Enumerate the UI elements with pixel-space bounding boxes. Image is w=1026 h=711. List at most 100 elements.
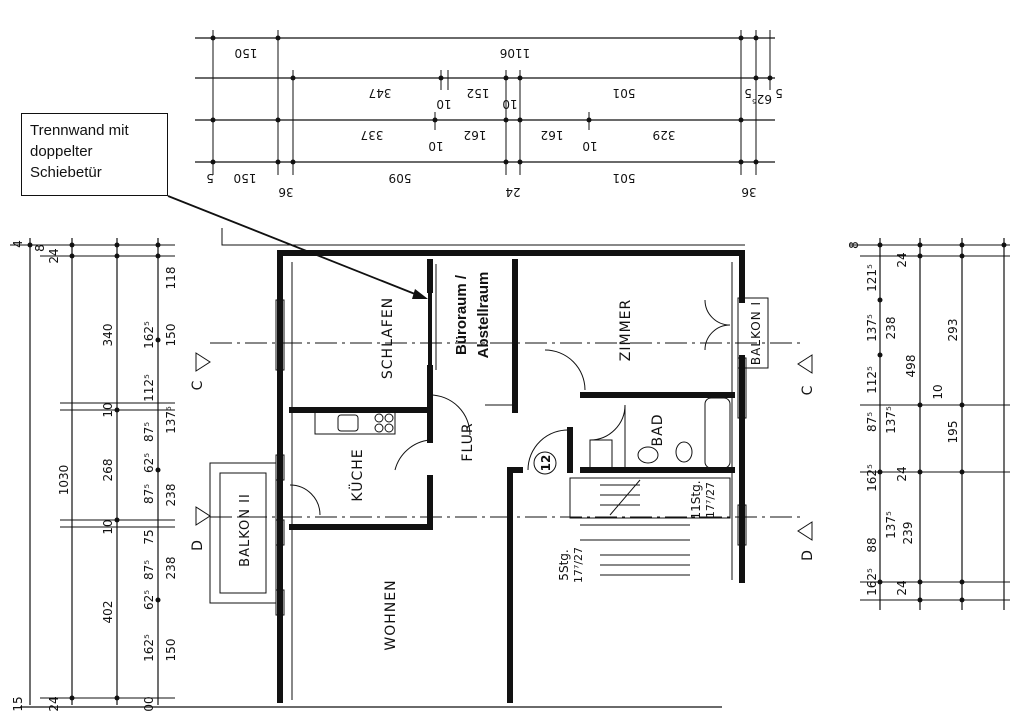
dim-left-c-6: 150 (164, 639, 178, 662)
dim-right-b-4: 137⁵ (884, 406, 898, 434)
dim-left-a-5: 402 (101, 601, 115, 624)
dim-left-edge-e: 24 (47, 696, 61, 711)
dim-top-r2-b: 10 (436, 97, 451, 111)
dim-top-r2-c: 152 (467, 86, 490, 100)
toilet-icon (675, 441, 693, 463)
room-label-wohnen: WOHNEN (383, 579, 399, 650)
dim-top-r4-f: 501 (613, 171, 636, 185)
top-dimension-chains: 150 1106 347 10 152 10 501 5 62⁵ 5 337 1… (195, 30, 783, 199)
svg-text:D: D (800, 549, 816, 561)
room-label-bad: BAD (650, 414, 666, 447)
dim-right-c-3: 195 (946, 421, 960, 444)
dim-right-b-3: 498 (904, 355, 918, 378)
dim-right-a-4: 112⁵ (865, 366, 879, 394)
callout-line-3: Schiebetür (30, 164, 102, 181)
bathtub-icon (704, 397, 731, 469)
svg-text:D: D (190, 539, 206, 551)
dim-left-b-1: 162⁵ (142, 321, 156, 349)
room-label-buero-2: Abstellraum (475, 272, 492, 359)
room-label-balkon1: BALKON I (749, 301, 763, 365)
callout-box: Trennwand mit doppelter Schiebetür (21, 113, 168, 196)
dim-left-b-5: 87⁵ (142, 484, 156, 504)
balcony-1: BALKON I (737, 297, 769, 369)
dim-left-c-2: 150 (164, 324, 178, 347)
dim-top-r2-g: 62⁵ (752, 92, 772, 106)
walls (20, 228, 745, 708)
dim-top-r1-b: 1106 (500, 46, 531, 60)
dim-top-r3-b: 10 (428, 139, 443, 153)
windows (275, 299, 747, 616)
dim-left-c-5: 238 (164, 557, 178, 580)
dim-left-a-3: 268 (101, 459, 115, 482)
dim-top-r3-a: 337 (361, 128, 384, 142)
dim-left-b-7: 87⁵ (142, 560, 156, 580)
dim-left-edge-d: 15 (11, 696, 25, 711)
dim-left-edge-c: 24 (47, 248, 61, 263)
dim-right-c-2: 10 (931, 384, 945, 399)
dim-top-r3-c: 162 (464, 128, 487, 142)
dim-top-r2-h: 5 (775, 86, 783, 100)
dim-left-b-4: 62⁵ (142, 453, 156, 473)
dim-right-a-1: 8 (847, 241, 861, 249)
section-mark-d-right: D (797, 521, 816, 561)
dim-top-r2-a: 347 (369, 86, 392, 100)
svg-text:C: C (190, 380, 206, 391)
dim-left-b-9: 162⁵ (142, 634, 156, 662)
dim-top-r4-b: 150 (234, 171, 257, 185)
dim-left-edge-a: 4 (11, 240, 25, 248)
dim-left-b-3: 87⁵ (142, 422, 156, 442)
dim-top-r4-e: 24 (505, 185, 520, 199)
doors (289, 299, 731, 516)
callout-arrow (167, 195, 428, 299)
dim-left-c-4: 238 (164, 484, 178, 507)
dim-top-r3-d: 162 (541, 128, 564, 142)
room-label-balkon2: BALKON II (238, 493, 253, 567)
stove-burner-icon (374, 413, 384, 423)
dim-left-a-4: 10 (101, 519, 115, 534)
stair-lower-ratio: 17⁷/27 (572, 547, 585, 583)
dim-left-edge-b: 8 (33, 244, 47, 252)
fixtures (314, 397, 731, 576)
dim-top-r4-c: 36 (278, 185, 293, 199)
section-mark-c-left: C (190, 352, 211, 391)
dim-top-r3-e: 10 (582, 139, 597, 153)
callout-line-2: doppelter (30, 143, 93, 160)
dim-left-b-2: 112⁵ (142, 374, 156, 402)
dim-right-b-6: 137⁵ (884, 511, 898, 539)
dim-left-total: 1030 (57, 465, 71, 496)
stair-upper-ratio: 17⁷/27 (704, 482, 717, 518)
section-mark-c-right: C (797, 354, 816, 396)
dim-top-r1-a: 150 (235, 46, 258, 60)
dim-top-r4-g: 36 (741, 185, 756, 199)
room-label-schlafen: SCHLAFEN (380, 297, 396, 379)
dim-right-b-2: 238 (884, 317, 898, 340)
dim-right-c-1: 293 (946, 319, 960, 342)
dim-right-b-5: 24 (895, 466, 909, 481)
section-axes: C C D D (190, 342, 816, 561)
dim-left-a-1: 340 (101, 324, 115, 347)
room-label-kueche: KÜCHE (348, 448, 366, 501)
dim-top-r2-d: 10 (502, 97, 517, 111)
dim-left-c-1: 118 (164, 267, 178, 290)
dim-right-a-3: 137⁵ (865, 314, 879, 342)
dim-top-r2-f: 5 (744, 86, 752, 100)
dim-right-a-8: 162⁵ (865, 568, 879, 596)
left-dimension-chains: 4 8 24 1030 340 10 268 10 402 162⁵ 112⁵ … (10, 238, 178, 711)
dim-right-b-1: 24 (895, 252, 909, 267)
dim-top-r2-e: 501 (613, 86, 636, 100)
right-dimension-chains: 8 121⁵ 137⁵ 112⁵ 87⁵ 162⁵ 88 162⁵ 24 238… (847, 238, 1010, 610)
svg-text:C: C (800, 385, 816, 396)
dim-right-a-6: 162⁵ (865, 464, 879, 492)
dim-left-a-2: 10 (101, 402, 115, 417)
room-label-zimmer: ZIMMER (618, 299, 634, 361)
callout-line-1: Trennwand mit (30, 122, 129, 139)
washbasin-icon (637, 446, 659, 464)
stair-number-badge: 12 (533, 451, 557, 475)
shower-icon (589, 439, 613, 469)
dim-right-a-7: 88 (865, 537, 879, 552)
dim-right-a-5: 87⁵ (865, 412, 879, 432)
dim-top-r4-a: 5 (206, 171, 214, 185)
dim-top-r4-d: 509 (389, 171, 412, 185)
room-label-buero-1: Büroraum / (453, 274, 470, 355)
sliding-partition (428, 264, 437, 370)
